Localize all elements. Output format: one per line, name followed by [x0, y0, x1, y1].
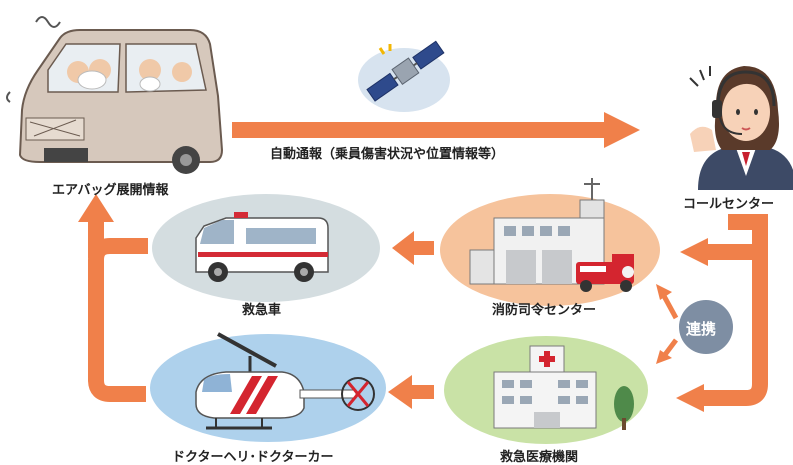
hospital-building-icon — [493, 345, 634, 430]
call-center-dispatch-arrows — [676, 214, 768, 412]
auto-notify-arrow — [232, 112, 640, 148]
cooperation-arrows — [656, 284, 679, 364]
fire-command-building-icon — [469, 178, 634, 292]
doctor-heli-label: ドクターヘリ･ドクターカー — [172, 450, 334, 465]
ambulance-label: 救急車 — [242, 303, 282, 318]
operator-icon — [689, 66, 793, 190]
cooperation-label: 連携 — [686, 320, 717, 338]
cooperation-badge — [679, 300, 733, 354]
return-to-car-arrow — [78, 194, 148, 402]
fire-to-ambulance-arrow — [392, 231, 434, 265]
helicopter-icon — [195, 332, 375, 430]
auto-notify-label: 自動通報（乗員傷害状況や位置情報等） — [270, 147, 505, 162]
medical-label: 救急医療機関 — [500, 450, 579, 465]
ambulance-icon — [195, 212, 329, 282]
medical-to-heli-arrow — [388, 375, 434, 409]
car-icon — [6, 16, 224, 174]
call-center-label: コールセンター — [683, 197, 775, 212]
satellite-icon — [358, 40, 450, 112]
car-label: エアバッグ展開情報 — [52, 183, 169, 198]
fire-command-label: 消防司令センター — [492, 303, 597, 318]
